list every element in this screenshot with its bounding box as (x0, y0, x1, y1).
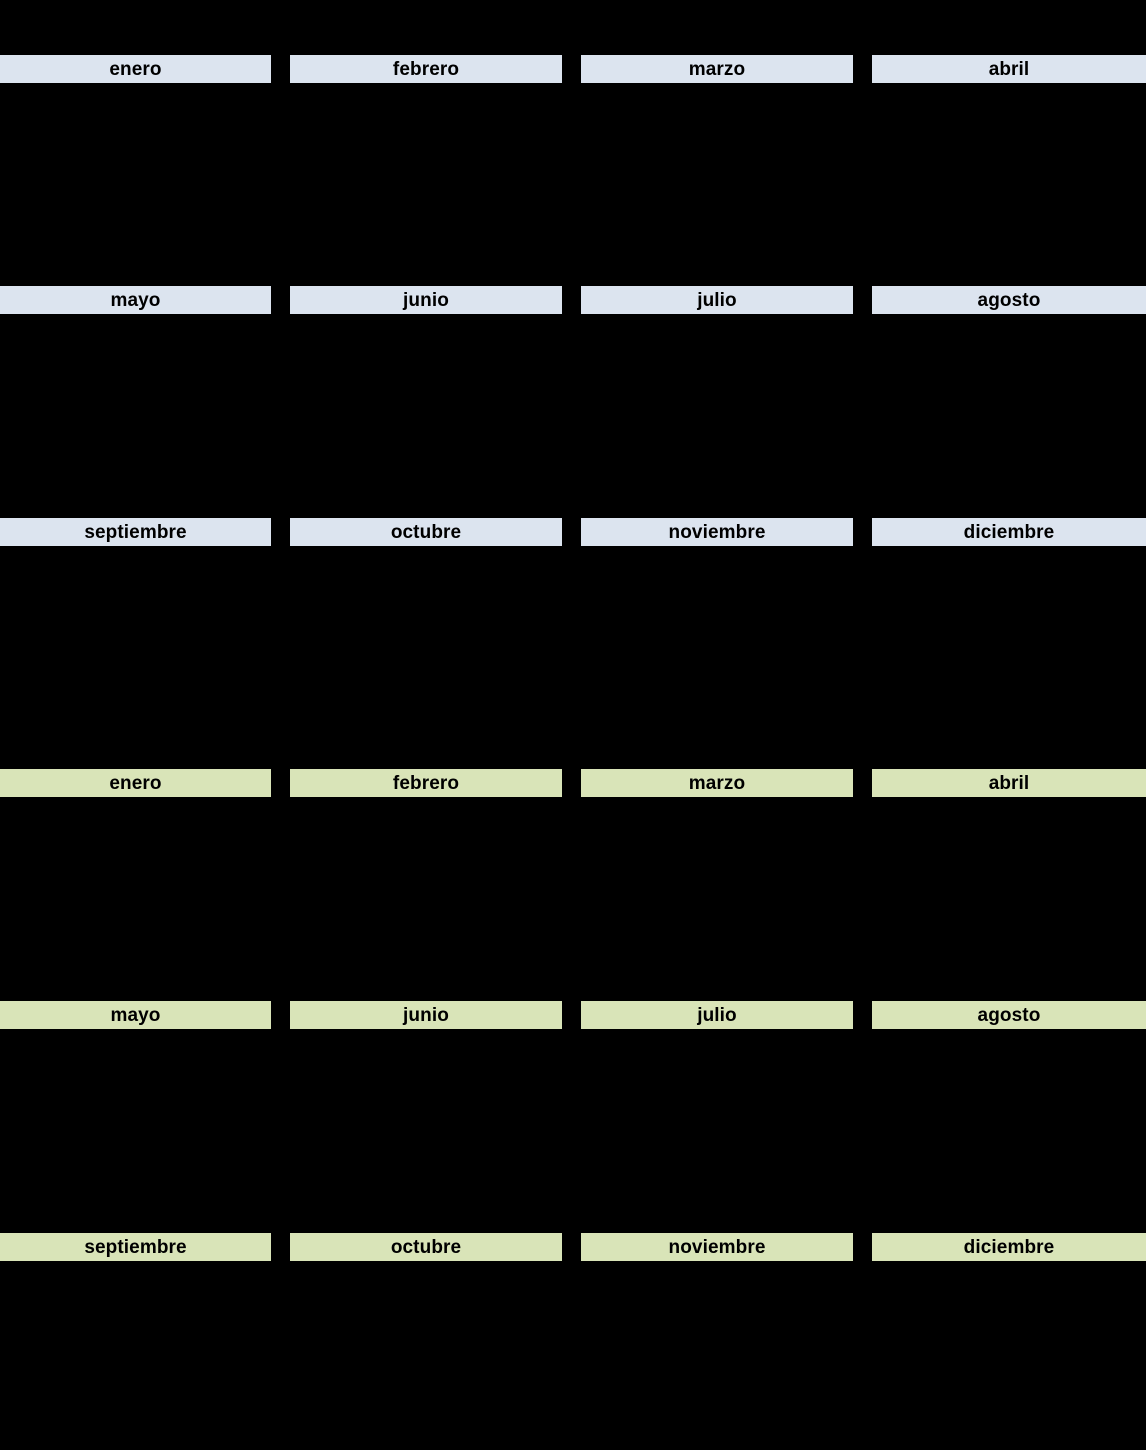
month-label: marzo (688, 58, 746, 80)
month-cell-septiembre-green[interactable]: septiembre (0, 1233, 271, 1261)
month-label: enero (109, 772, 162, 794)
month-cell-mayo-green[interactable]: mayo (0, 1001, 271, 1029)
month-cell-junio-blue[interactable]: junio (290, 286, 562, 314)
month-cell-mayo-blue[interactable]: mayo (0, 286, 271, 314)
month-cell-febrero-green[interactable]: febrero (290, 769, 562, 797)
month-cell-marzo-green[interactable]: marzo (581, 769, 853, 797)
month-label: abril (988, 772, 1030, 794)
month-cell-julio-blue[interactable]: julio (581, 286, 853, 314)
month-label: diciembre (963, 1236, 1055, 1258)
month-label: agosto (977, 289, 1041, 311)
month-cell-noviembre-green[interactable]: noviembre (581, 1233, 853, 1261)
month-label: mayo (110, 1004, 161, 1026)
month-label: septiembre (84, 1236, 187, 1258)
month-label: noviembre (668, 1236, 766, 1258)
month-label: agosto (977, 1004, 1041, 1026)
month-cell-agosto-green[interactable]: agosto (872, 1001, 1146, 1029)
month-cell-julio-green[interactable]: julio (581, 1001, 853, 1029)
month-cell-marzo-blue[interactable]: marzo (581, 55, 853, 83)
month-label: enero (109, 58, 162, 80)
month-cell-septiembre-blue[interactable]: septiembre (0, 518, 271, 546)
month-label: julio (697, 1004, 737, 1026)
month-label: junio (403, 1004, 449, 1026)
month-label: septiembre (84, 521, 187, 543)
month-row-6: septiembre octubre noviembre diciembre (0, 1233, 1146, 1261)
month-cell-agosto-blue[interactable]: agosto (872, 286, 1146, 314)
month-cell-octubre-green[interactable]: octubre (290, 1233, 562, 1261)
month-row-2: mayo junio julio agosto (0, 286, 1146, 314)
month-label: junio (403, 289, 449, 311)
month-label: febrero (392, 772, 460, 794)
month-cell-abril-green[interactable]: abril (872, 769, 1146, 797)
month-label: octubre (390, 1236, 462, 1258)
month-cell-abril-blue[interactable]: abril (872, 55, 1146, 83)
month-label: abril (988, 58, 1030, 80)
month-cell-diciembre-blue[interactable]: diciembre (872, 518, 1146, 546)
month-label: mayo (110, 289, 161, 311)
month-cell-junio-green[interactable]: junio (290, 1001, 562, 1029)
month-cell-enero-green[interactable]: enero (0, 769, 271, 797)
month-cell-enero-blue[interactable]: enero (0, 55, 271, 83)
month-label: febrero (392, 58, 460, 80)
month-label: diciembre (963, 521, 1055, 543)
month-row-5: mayo junio julio agosto (0, 1001, 1146, 1029)
month-cell-febrero-blue[interactable]: febrero (290, 55, 562, 83)
month-row-3: septiembre octubre noviembre diciembre (0, 518, 1146, 546)
month-row-4: enero febrero marzo abril (0, 769, 1146, 797)
month-label: julio (697, 289, 737, 311)
month-label: marzo (688, 772, 746, 794)
month-label: noviembre (668, 521, 766, 543)
month-cell-octubre-blue[interactable]: octubre (290, 518, 562, 546)
month-cell-diciembre-green[interactable]: diciembre (872, 1233, 1146, 1261)
month-cell-noviembre-blue[interactable]: noviembre (581, 518, 853, 546)
month-label: octubre (390, 521, 462, 543)
month-row-1: enero febrero marzo abril (0, 55, 1146, 83)
